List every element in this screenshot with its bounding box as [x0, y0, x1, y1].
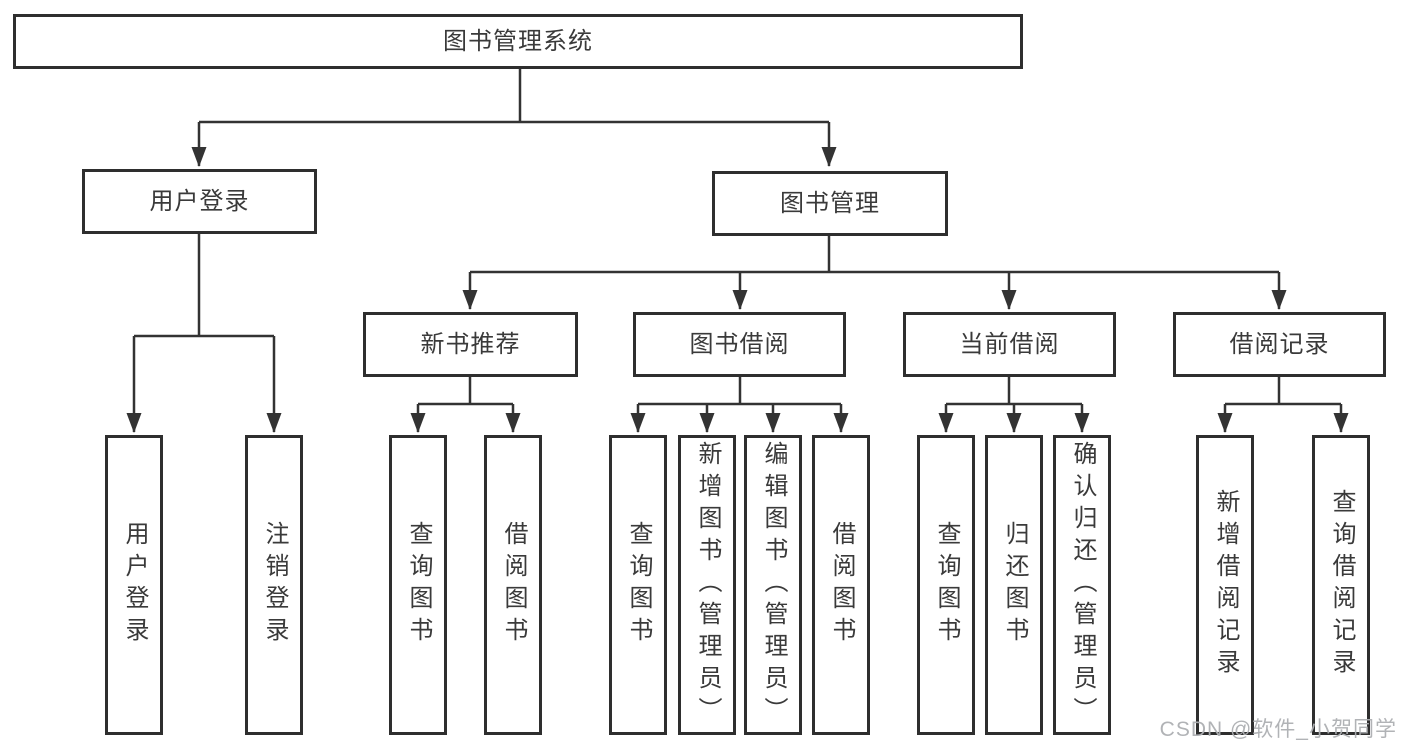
node-current-borrowing: 当前借阅 [903, 312, 1116, 377]
leaf-return-books: 归还图书 [985, 435, 1043, 735]
node-borrowing-records: 借阅记录 [1173, 312, 1386, 377]
leaf-add-books-admin: 新增图书（管理员） [678, 435, 736, 735]
node-label: 借阅图书 [500, 521, 527, 649]
leaf-edit-books-admin: 编辑图书（管理员） [744, 435, 802, 735]
leaf-query-books-current: 查询图书 [917, 435, 975, 735]
node-label: 注销登录 [261, 521, 288, 649]
node-label: 新增图书（管理员） [694, 441, 721, 729]
node-label: 用户登录 [121, 521, 148, 649]
node-book-management: 图书管理 [712, 171, 948, 236]
leaf-confirm-return-admin: 确认归还（管理员） [1053, 435, 1111, 735]
leaf-logout: 注销登录 [245, 435, 303, 735]
leaf-query-books-recommend: 查询图书 [389, 435, 447, 735]
node-label: 确认归还（管理员） [1069, 441, 1096, 729]
node-label: 借阅图书 [828, 521, 855, 649]
node-label: 新增借阅记录 [1212, 489, 1239, 681]
node-user-login: 用户登录 [82, 169, 317, 234]
node-label: 归还图书 [1001, 521, 1028, 649]
node-label: 查询图书 [625, 521, 652, 649]
node-label: 当前借阅 [959, 330, 1060, 358]
leaf-user-login: 用户登录 [105, 435, 163, 735]
leaf-borrow-books-recommend: 借阅图书 [484, 435, 542, 735]
leaf-borrow-books-borrowing: 借阅图书 [812, 435, 870, 735]
csdn-watermark: CSDN @软件_小贺同学 [1159, 718, 1397, 741]
node-label: 借阅记录 [1229, 330, 1330, 358]
node-label: 图书借阅 [689, 330, 790, 358]
node-label: 图书管理 [780, 189, 880, 217]
leaf-query-borrow-record: 查询借阅记录 [1312, 435, 1370, 735]
node-label: 查询借阅记录 [1328, 489, 1355, 681]
node-library-management-system: 图书管理系统 [13, 14, 1023, 69]
leaf-query-books-borrowing: 查询图书 [609, 435, 667, 735]
node-book-borrowing: 图书借阅 [633, 312, 846, 377]
node-label: 新书推荐 [420, 330, 521, 358]
node-label: 查询图书 [933, 521, 960, 649]
node-label: 编辑图书（管理员） [760, 441, 787, 729]
node-label: 图书管理系统 [443, 27, 593, 55]
node-label: 查询图书 [405, 521, 432, 649]
node-new-book-recommend: 新书推荐 [363, 312, 578, 377]
leaf-add-borrow-record: 新增借阅记录 [1196, 435, 1254, 735]
node-label: 用户登录 [149, 187, 250, 215]
